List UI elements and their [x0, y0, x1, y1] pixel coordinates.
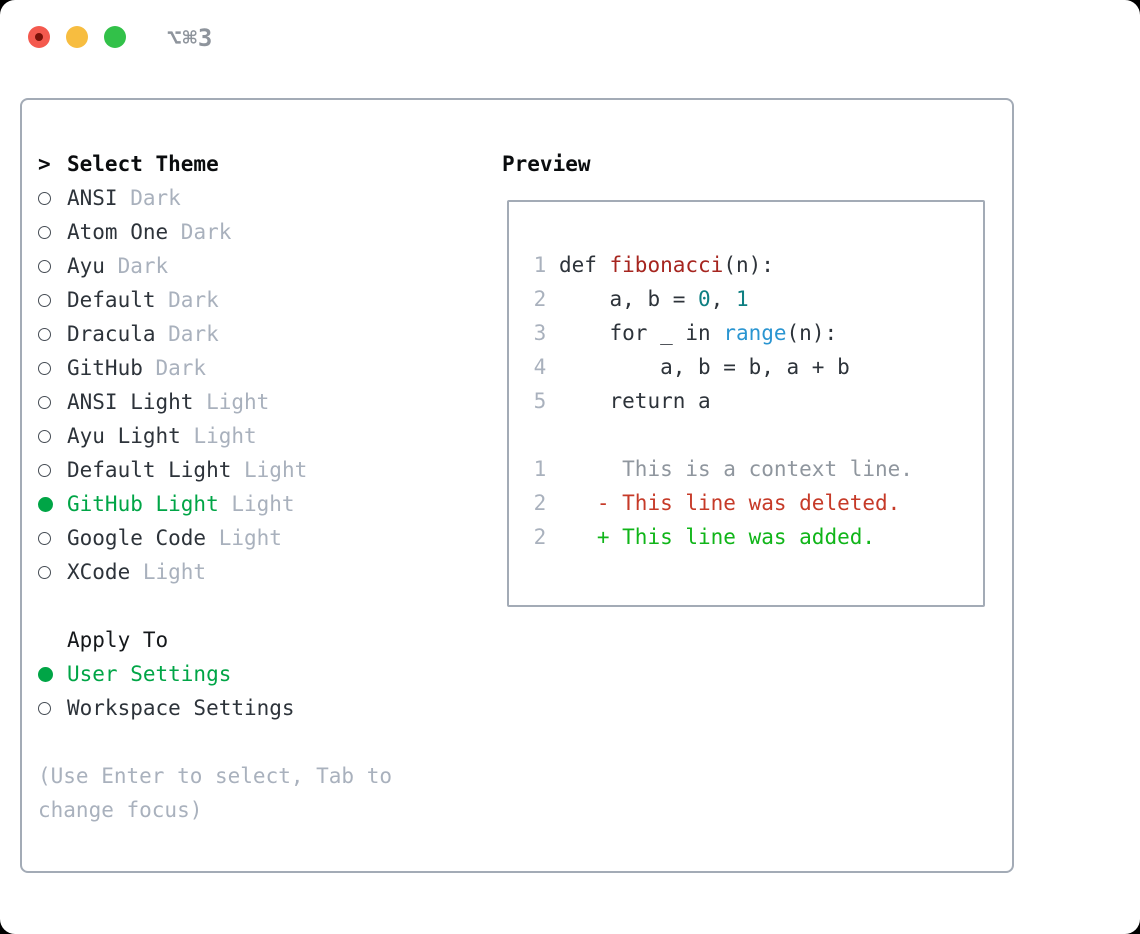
theme-option-label: Google Code: [67, 526, 207, 550]
window-title: ⌥⌘3: [167, 24, 214, 52]
theme-option-default-light[interactable]: Default Light Light: [38, 453, 470, 487]
theme-variant-label: Dark: [104, 254, 169, 278]
radio-unselected-icon: [38, 293, 51, 307]
traffic-lights: [28, 26, 126, 48]
theme-option-ayu-light[interactable]: Ayu Light Light: [38, 419, 470, 453]
preview-line-code: 4 a, b = b, a + b: [521, 355, 850, 379]
preview-box: 1 def fibonacci(n): 2 a, b = 0, 1 3 for …: [507, 200, 985, 607]
spacer: [38, 589, 470, 623]
theme-variant-label: Light: [206, 526, 282, 550]
preview-code: 1 def fibonacci(n): 2 a, b = 0, 1 3 for …: [509, 202, 983, 554]
theme-option-github-light[interactable]: GitHub Light Light: [38, 487, 470, 521]
preview-line-code: 5 return a: [521, 389, 711, 413]
close-button[interactable]: [28, 26, 50, 48]
minimize-button[interactable]: [66, 26, 88, 48]
theme-variant-label: Light: [130, 560, 207, 584]
theme-option-default[interactable]: Default Dark: [38, 283, 470, 317]
theme-option-google-code[interactable]: Google Code Light: [38, 521, 470, 555]
theme-variant-label: Light: [180, 424, 257, 448]
theme-option-ayu[interactable]: Ayu Dark: [38, 249, 470, 283]
preview-line-code: 1 def fibonacci(n):: [521, 253, 774, 277]
apply-option-workspace-settings[interactable]: Workspace Settings: [38, 691, 470, 725]
theme-option-github[interactable]: GitHub Dark: [38, 351, 470, 385]
theme-option-label: ANSI Light: [67, 390, 194, 414]
preview-line-diff-added: 2 + This line was added.: [521, 525, 876, 549]
preview-line-diff-deleted: 2 - This line was deleted.: [521, 491, 901, 515]
radio-unselected-icon: [38, 225, 51, 239]
theme-option-label: GitHub Light: [67, 492, 219, 516]
titlebar: ⌥⌘3: [0, 0, 1140, 74]
preview-line-code: 3 for _ in range(n):: [521, 321, 838, 345]
theme-option-atom-one[interactable]: Atom One Dark: [38, 215, 470, 249]
preview-line-diff-context: 1 This is a context line.: [521, 457, 913, 481]
theme-variant-label: Dark: [142, 356, 207, 380]
radio-selected-icon: [38, 666, 53, 682]
theme-option-xcode[interactable]: XCode Light: [38, 555, 470, 589]
spacer: [38, 725, 470, 759]
theme-option-label: Ayu: [67, 254, 105, 278]
apply-option-user-settings[interactable]: User Settings: [38, 657, 470, 691]
radio-unselected-icon: [38, 565, 51, 579]
theme-variant-label: Dark: [117, 186, 181, 210]
theme-option-label: Default: [67, 288, 156, 312]
theme-option-label: Ayu Light: [67, 424, 181, 448]
theme-variant-label: Light: [218, 492, 295, 516]
radio-selected-icon: [38, 496, 53, 512]
apply-option-label: User Settings: [67, 662, 232, 686]
radio-unselected-icon: [38, 395, 51, 409]
theme-option-label: Dracula: [67, 322, 156, 346]
radio-unselected-icon: [38, 429, 51, 443]
radio-unselected-icon: [38, 191, 51, 205]
select-theme-heading: Select Theme: [67, 152, 219, 176]
theme-option-dracula[interactable]: Dracula Dark: [38, 317, 470, 351]
theme-option-label: XCode: [67, 560, 131, 584]
theme-option-label: GitHub: [67, 356, 143, 380]
zoom-button[interactable]: [104, 26, 126, 48]
theme-option-label: Default Light: [67, 458, 232, 482]
apply-option-label: Workspace Settings: [67, 696, 295, 720]
help-text: (Use Enter to select, Tab to change focu…: [38, 764, 393, 822]
radio-unselected-icon: [38, 531, 51, 545]
theme-variant-label: Light: [193, 390, 270, 414]
select-theme-heading-row: > Select Theme: [38, 147, 470, 181]
theme-variant-label: Dark: [168, 220, 232, 244]
apply-to-heading-row: Apply To: [38, 623, 470, 657]
radio-unselected-icon: [38, 463, 51, 477]
preview-heading: Preview: [502, 152, 591, 176]
radio-unselected-icon: [38, 327, 51, 341]
theme-option-label: ANSI: [67, 186, 118, 210]
theme-variant-label: Light: [231, 458, 308, 482]
theme-option-ansi[interactable]: ANSI Dark: [38, 181, 470, 215]
radio-unselected-icon: [38, 361, 51, 375]
theme-option-label: Atom One: [67, 220, 169, 244]
apply-to-heading: Apply To: [67, 628, 169, 652]
preview-line-blank: [521, 418, 983, 452]
preview-column: Preview 1 def fibonacci(n): 2 a, b = 0, …: [502, 147, 985, 607]
preview-line-code: 2 a, b = 0, 1: [521, 287, 749, 311]
radio-unselected-icon: [38, 259, 51, 273]
theme-option-ansi-light[interactable]: ANSI Light Light: [38, 385, 470, 419]
radio-unselected-icon: [38, 701, 51, 715]
theme-variant-label: Dark: [155, 322, 219, 346]
theme-variant-label: Dark: [155, 288, 219, 312]
prompt-cursor-icon: >: [38, 152, 51, 176]
